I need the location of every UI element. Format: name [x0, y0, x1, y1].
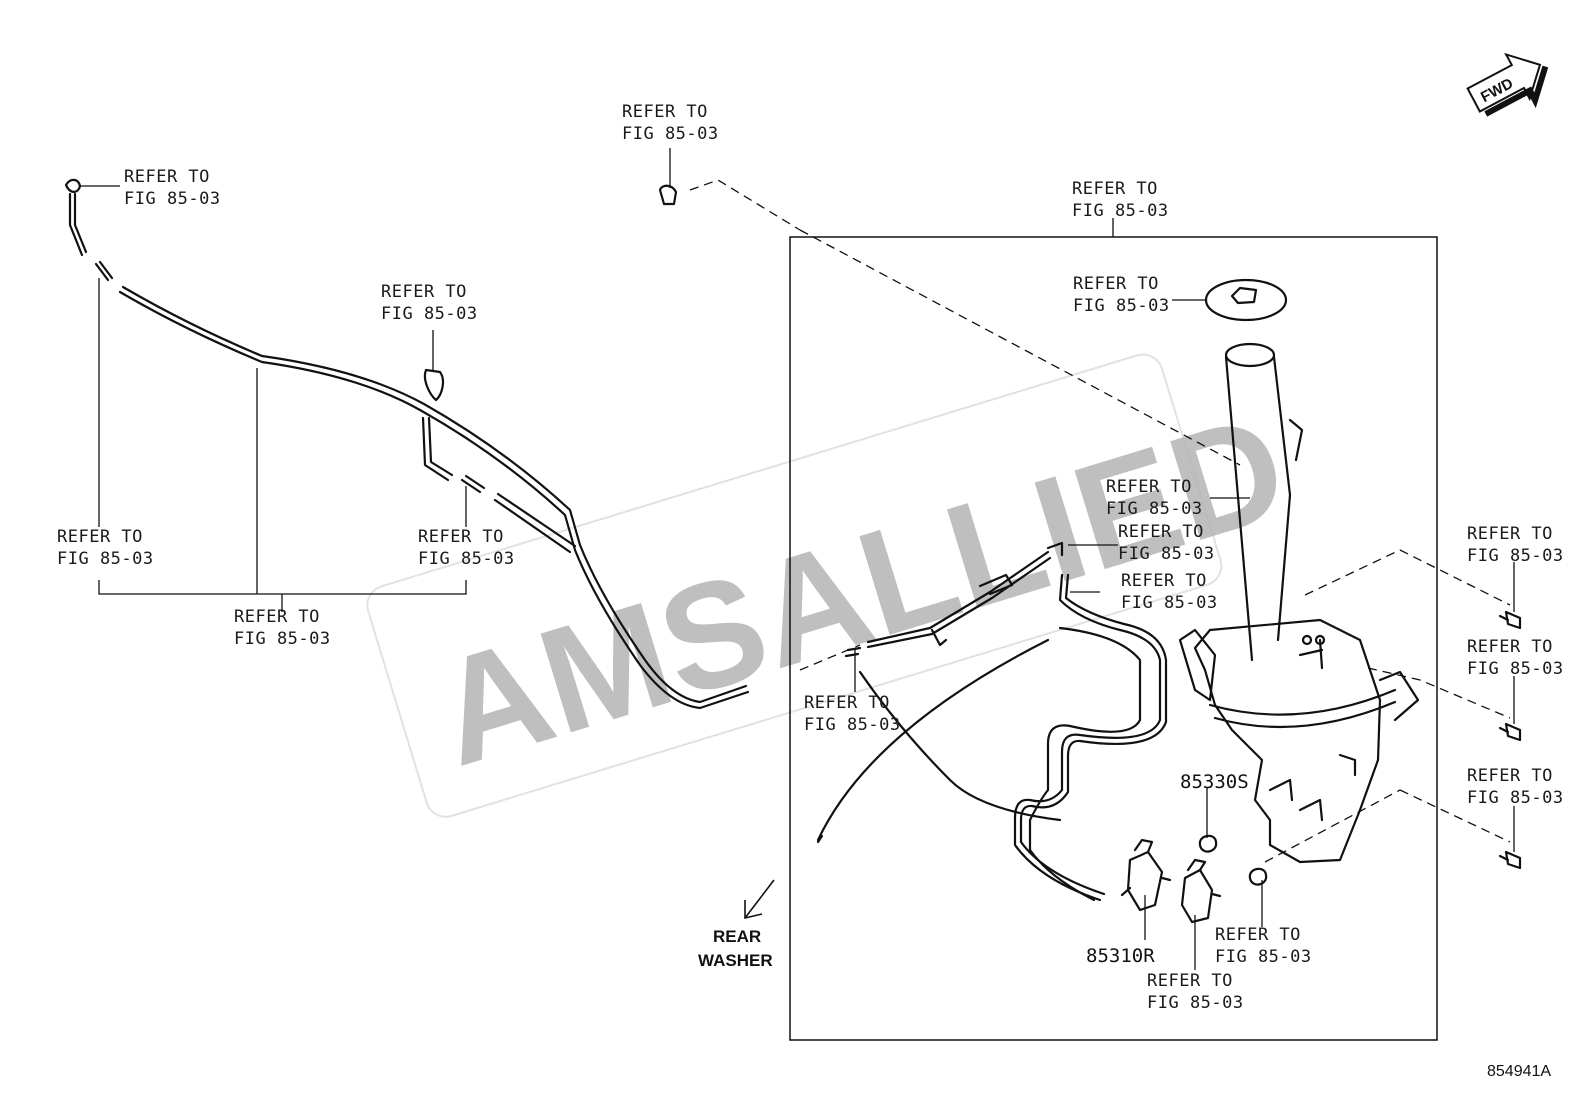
fig-label-joint: FIG 85-03 — [418, 549, 515, 569]
joint-rear — [844, 646, 862, 658]
filler-neck — [1224, 355, 1292, 662]
branch-hose-2 — [493, 492, 577, 554]
part-number-85310r: 85310R — [1086, 945, 1155, 967]
refer-label-box: REFER TO — [1072, 179, 1158, 199]
fig-label-rear-joint: FIG 85-03 — [804, 715, 901, 735]
fig-label-hose-main: FIG 85-03 — [234, 629, 331, 649]
front-washer-hose — [64, 178, 750, 710]
bolt-2 — [1498, 722, 1522, 742]
refer-label-hose-left: REFER TO — [57, 527, 143, 547]
fwd-arrow-icon: FWD — [1466, 52, 1549, 117]
rear-washer-arrow — [744, 879, 775, 920]
diagram-code: 854941A — [1487, 1063, 1551, 1080]
refer-labels: REFER TO FIG 85-03 REFER TO FIG 85-03 RE… — [57, 102, 1564, 1013]
leader-lines — [80, 148, 1515, 970]
fig-label-grommet: FIG 85-03 — [1215, 947, 1312, 967]
clip-top — [658, 184, 678, 206]
refer-label-neck: REFER TO — [1106, 477, 1192, 497]
fig-label-hose-left: FIG 85-03 — [57, 549, 154, 569]
washer-tank — [1178, 278, 1420, 864]
fig-label-cap: FIG 85-03 — [1073, 296, 1170, 316]
grommet-85330s — [1198, 834, 1218, 853]
refer-label-elbow: REFER TO — [1118, 522, 1204, 542]
bolts — [1498, 610, 1522, 870]
refer-label-tank-hose: REFER TO — [1121, 571, 1207, 591]
washer-nozzle-left — [64, 178, 82, 193]
rear-label: REAR — [713, 927, 761, 946]
tank-body — [1193, 618, 1382, 864]
fig-label-bolt-2: FIG 85-03 — [1467, 659, 1564, 679]
rear-washer-hose — [816, 541, 1168, 902]
fig-label-bolt-3: FIG 85-03 — [1467, 788, 1564, 808]
fig-label-tank-hose: FIG 85-03 — [1121, 593, 1218, 613]
fig-label-box: FIG 85-03 — [1072, 201, 1169, 221]
bolt-1 — [1498, 610, 1522, 630]
joint-left — [94, 260, 114, 282]
refer-label-bolt-2: REFER TO — [1467, 637, 1553, 657]
pumps — [1120, 834, 1268, 924]
dashed-lines — [689, 179, 1511, 863]
grommet-right — [1248, 867, 1268, 886]
fig-label-elbow: FIG 85-03 — [1118, 544, 1215, 564]
fig-label-neck: FIG 85-03 — [1106, 499, 1203, 519]
refer-label-top-clip: REFER TO — [622, 102, 708, 122]
refer-label-cap: REFER TO — [1073, 274, 1159, 294]
refer-label-bolt-3: REFER TO — [1467, 766, 1553, 786]
part-number-85330s: 85330S — [1180, 771, 1249, 793]
fig-label-nozzle: FIG 85-03 — [124, 189, 221, 209]
fig-label-pump: FIG 85-03 — [1147, 993, 1244, 1013]
joint-middle — [460, 474, 486, 494]
fig-label-clip-middle: FIG 85-03 — [381, 304, 478, 324]
refer-label-pump: REFER TO — [1147, 971, 1233, 991]
refer-label-grommet: REFER TO — [1215, 925, 1301, 945]
refer-label-hose-main: REFER TO — [234, 607, 320, 627]
fig-label-bolt-1: FIG 85-03 — [1467, 546, 1564, 566]
refer-label-bolt-1: REFER TO — [1467, 524, 1553, 544]
filler-neck-top — [1224, 342, 1276, 368]
refer-label-joint: REFER TO — [418, 527, 504, 547]
clip-middle — [423, 368, 445, 402]
hose-clips — [930, 573, 1014, 647]
refer-label-clip-middle: REFER TO — [381, 282, 467, 302]
fig-label-top-clip: FIG 85-03 — [622, 124, 719, 144]
branch-hose-1 — [421, 416, 454, 482]
washer-label: WASHER — [698, 951, 773, 970]
pump-right — [1180, 868, 1214, 924]
bolt-3 — [1498, 850, 1522, 870]
refer-label-nozzle: REFER TO — [124, 167, 210, 187]
elbow-connector — [1046, 541, 1064, 557]
refer-label-rear-joint: REFER TO — [804, 693, 890, 713]
tank-cap — [1204, 278, 1288, 322]
